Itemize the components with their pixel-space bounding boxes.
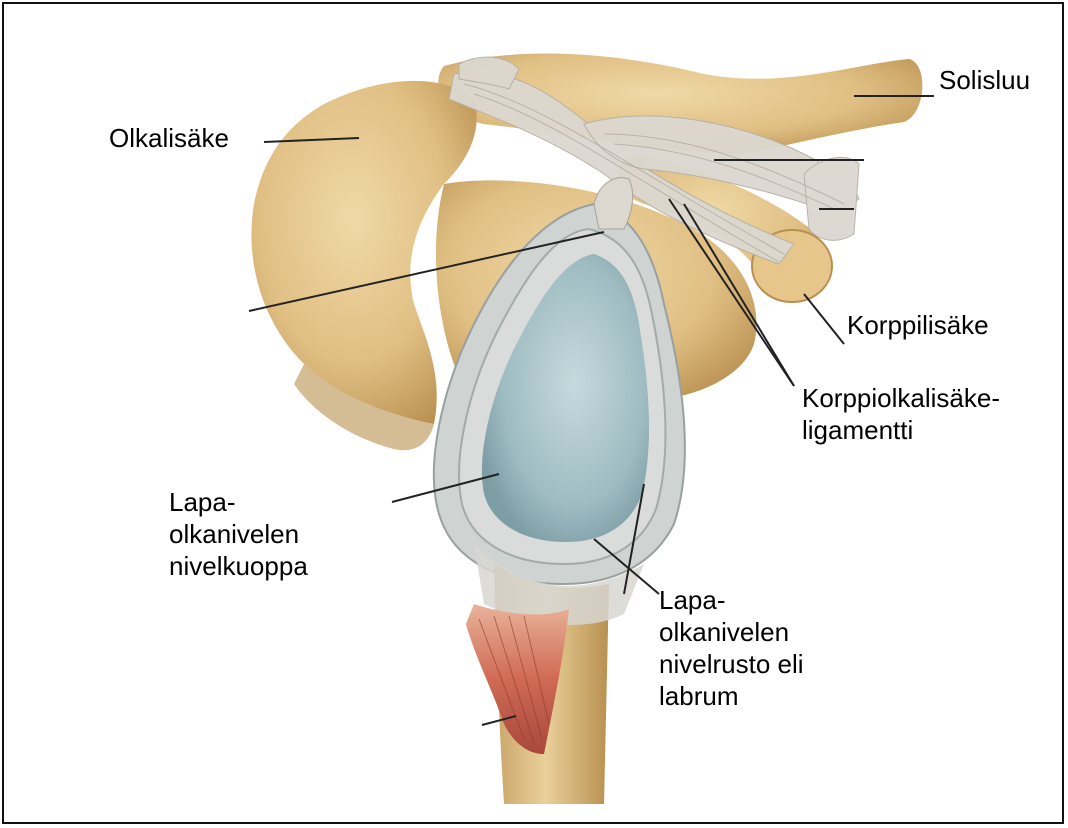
label-olkalisake: Olkalisäke [109,122,229,154]
label-ligament: Korppiolkalisäke- ligamentti [802,382,1000,446]
label-solisluu: Solisluu [939,64,1030,96]
label-glenoid-fossa: Lapa- olkanivelen nivelkuoppa [169,486,308,582]
label-korppilisake: Korppilisäke [847,309,989,341]
label-labrum: Lapa- olkanivelen nivelrusto eli labrum [659,584,804,712]
biceps-tendon [594,178,633,229]
leader-line-korppilisake [804,294,844,344]
